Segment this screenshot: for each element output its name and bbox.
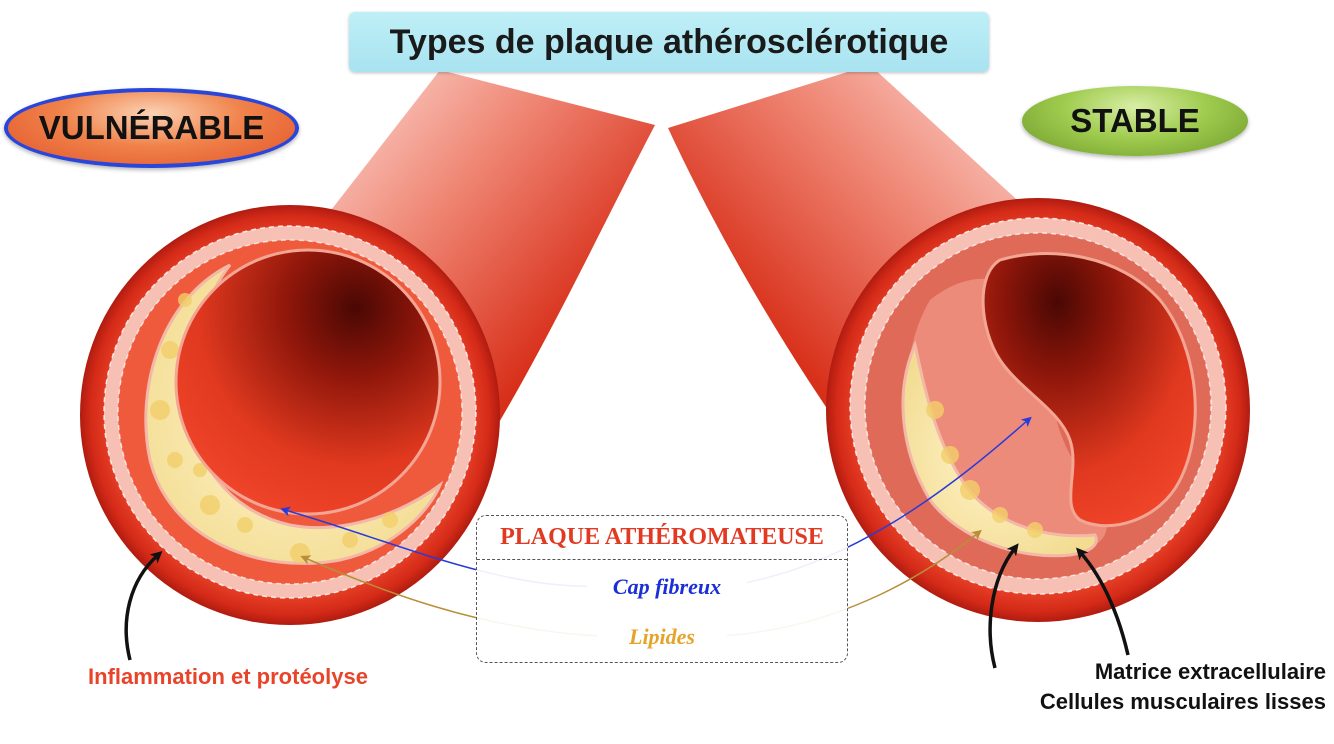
stable-lumen [981,251,1197,528]
cap-fibreux-label: Cap fibreux [587,574,747,600]
inflammation-label: Inflammation et protéolyse [88,664,368,689]
vulnerable-badge: VULNÉRABLE [4,88,299,168]
stable-cross-section [826,198,1250,622]
vulnerable-lumen [174,248,442,516]
cellules-label: Cellules musculaires lisses [1039,689,1326,714]
matrice-arrow [988,543,1019,669]
plaque-divider [477,559,847,560]
right-artery-tube [668,65,1050,470]
left-artery-tube [300,70,655,470]
cellules-arrow [1076,547,1130,656]
vulnerable-cross-section [80,205,500,625]
inflammation-arrow [124,551,163,661]
plaque-title: PLAQUE ATHÉROMATEUSE [500,524,824,550]
matrice-label: Matrice extracellulaire [1094,659,1326,684]
lipides-label: Lipides [597,624,727,650]
diagram-title: Types de plaque athérosclérotique [349,12,989,72]
stable-badge: STABLE [1022,86,1248,156]
plaque-legend-box: PLAQUE ATHÉROMATEUSE Cap fibreux Lipides [476,515,848,663]
